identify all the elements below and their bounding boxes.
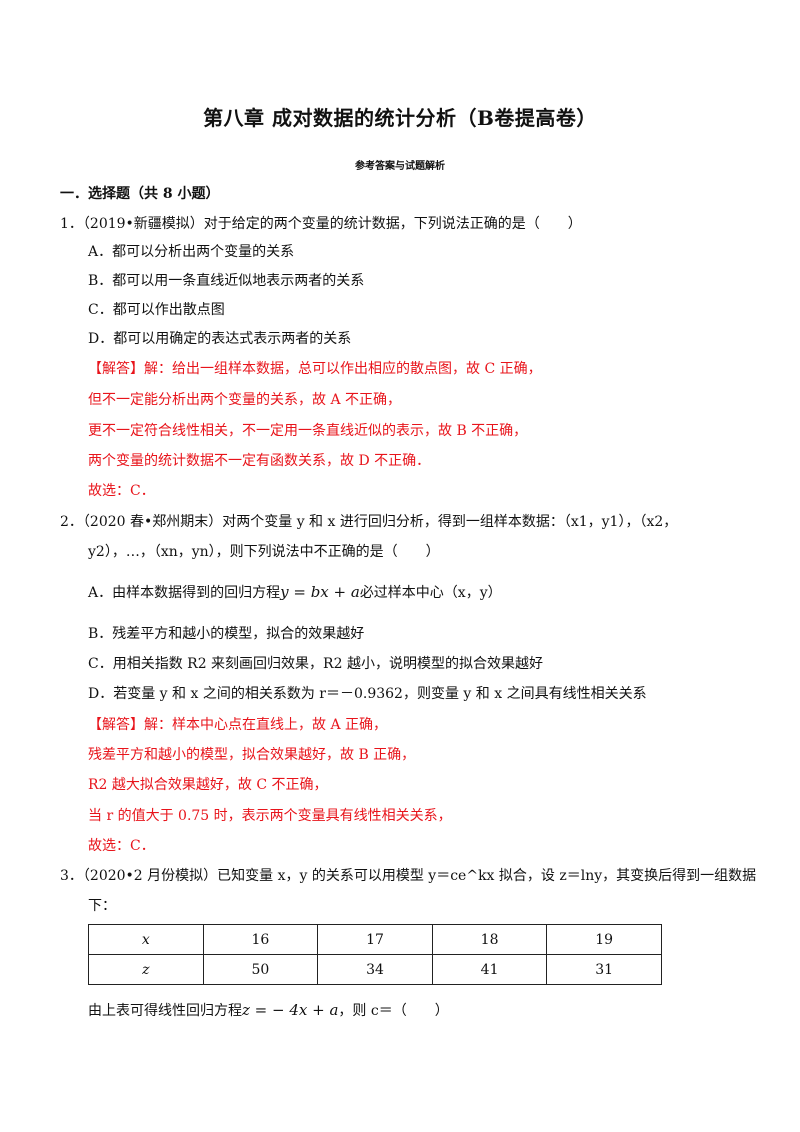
q1-answer-line-3: 更不一定符合线性相关，不一定用一条直线近似的表示，故 B 不正确， xyxy=(88,423,528,439)
q2-stem-line-2: y2），…，（xn，yn），则下列说法中不正确的是（ ） xyxy=(88,544,440,560)
table-row: z 50 34 41 31 xyxy=(88,954,662,985)
q3-data-table: x 16 17 18 19 z 50 34 41 31 xyxy=(88,924,662,985)
q1-stem: 1．（2019•新疆模拟）对于给定的两个变量的统计数据，下列说法正确的是（ ） xyxy=(60,216,582,232)
q3-tail-prefix: 由上表可得线性回归方程 xyxy=(88,1003,242,1019)
q3-tail-suffix: ，则 c＝（ ） xyxy=(338,1003,449,1019)
q2-answer-line-1: 【解答】解：样本中心点在直线上，故 A 正确， xyxy=(88,715,387,735)
table-cell: 17 xyxy=(317,924,433,955)
q1-answer-line-2: 但不一定能分析出两个变量的关系，故 A 不正确， xyxy=(88,392,402,408)
q2-answer-label: 【解答】 xyxy=(88,717,144,733)
q1-choice: 故选：C． xyxy=(88,483,155,499)
q2-answer-text-1: 解：样本中心点在直线上，故 A 正确， xyxy=(144,717,388,733)
q2-answer-line-4: 当 r 的值大于 0.75 时，表示两个变量具有线性相关关系， xyxy=(88,808,452,824)
q3-tail-line: 由上表可得线性回归方程z = − 4x + a，则 c＝（ ） xyxy=(88,1000,449,1021)
table-cell: z xyxy=(88,954,204,985)
q2-regression-formula: y = bx + a xyxy=(280,583,360,601)
q1-answer-line-1: 【解答】解：给出一组样本数据，总可以作出相应的散点图，故 C 正确， xyxy=(88,359,542,379)
q2-answer-line-3: R2 越大拟合效果越好，故 C 不正确， xyxy=(88,777,328,793)
q2-option-d: D．若变量 y 和 x 之间的相关系数为 r＝－0.9362，则变量 y 和 x… xyxy=(88,686,647,702)
table-cell: 31 xyxy=(546,954,662,985)
section-heading: 一．选择题（共 8 小题） xyxy=(60,186,220,202)
q1-option-b: B．都可以用一条直线近似地表示两者的关系 xyxy=(88,273,365,289)
q1-option-c: C．都可以作出散点图 xyxy=(88,302,225,318)
q3-stem-line-2: 下： xyxy=(88,898,116,914)
table-row: x 16 17 18 19 xyxy=(88,924,662,955)
q2-option-b: B．残差平方和越小的模型，拟合的效果越好 xyxy=(88,626,365,642)
page-title: 第八章 成对数据的统计分析（B卷提高卷） xyxy=(203,106,597,130)
table-cell: 41 xyxy=(431,954,548,985)
table-cell: 34 xyxy=(317,954,433,985)
q3-regression-formula: z = − 4x + a xyxy=(242,1001,339,1019)
table-cell: 18 xyxy=(431,924,548,955)
q2-choice: 故选：C． xyxy=(88,838,155,854)
q3-stem-line-1: 3．（2020•2 月份模拟）已知变量 x，y 的关系可以用模型 y＝ce^kx… xyxy=(60,868,757,884)
q1-answer-label: 【解答】 xyxy=(88,361,144,377)
q1-option-d: D．都可以用确定的表达式表示两者的关系 xyxy=(88,331,352,347)
q1-answer-line-4: 两个变量的统计数据不一定有函数关系，故 D 不正确． xyxy=(88,453,431,469)
table-cell: x xyxy=(88,924,204,955)
q2-stem-line-1: 2．（2020 春•郑州期末）对两个变量 y 和 x 进行回归分析，得到一组样本… xyxy=(60,514,678,530)
q2-answer-line-2: 残差平方和越小的模型，拟合效果越好，故 B 正确， xyxy=(88,747,416,763)
q2-option-a-prefix: A．由样本数据得到的回归方程 xyxy=(88,585,281,601)
q1-option-a: A．都可以分析出两个变量的关系 xyxy=(88,244,295,260)
table-cell: 19 xyxy=(546,924,662,955)
table-cell: 50 xyxy=(202,954,319,985)
q2-option-a: A．由样本数据得到的回归方程y = bx + a必过样本中心（x，y） xyxy=(88,582,502,603)
q2-option-a-suffix: 必过样本中心（x，y） xyxy=(359,585,502,601)
q2-option-c: C．用相关指数 R2 来刻画回归效果，R2 越小，说明模型的拟合效果越好 xyxy=(88,656,543,672)
page-subtitle: 参考答案与试题解析 xyxy=(355,161,445,172)
q1-answer-text-1: 解：给出一组样本数据，总可以作出相应的散点图，故 C 正确， xyxy=(144,361,542,377)
table-cell: 16 xyxy=(202,924,319,955)
